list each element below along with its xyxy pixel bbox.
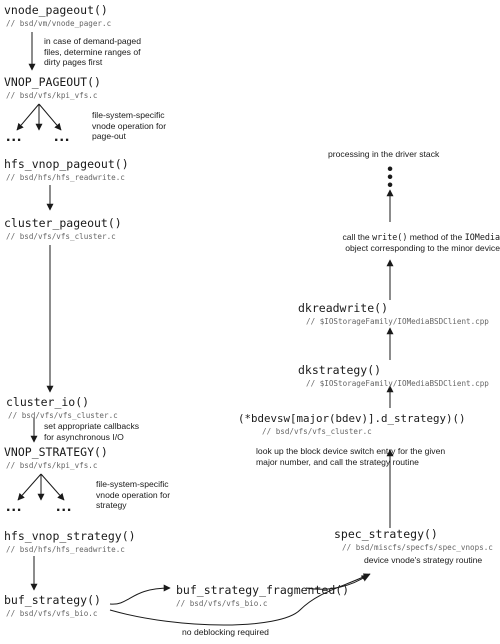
ellipsis-left-pageout: ...	[6, 128, 23, 145]
path-cluster-io: // bsd/vfs/vfs_cluster.c	[8, 411, 118, 420]
note-call-write-code: write()	[372, 232, 408, 242]
function-cluster-io: cluster_io()	[6, 395, 90, 409]
path-spec-strategy: // bsd/miscfs/specfs/spec_vnops.c	[342, 543, 493, 552]
branch-pageout-left	[16, 103, 40, 131]
path-dkreadwrite: // $IOStorageFamily/IOMediaBSDClient.cpp	[306, 317, 489, 326]
function-buf-strategy: buf_strategy()	[4, 593, 101, 607]
curve-fragmented-to-spec-strategy	[305, 574, 369, 590]
note-driver-stack: processing in the driver stack	[328, 149, 440, 159]
path-cluster-pageout: // bsd/vfs/vfs_cluster.c	[6, 232, 116, 241]
path-buf-strategy: // bsd/vfs/vfs_bio.c	[6, 609, 98, 618]
function-dkreadwrite: dkreadwrite()	[298, 301, 389, 315]
function-spec-strategy: spec_strategy()	[334, 527, 438, 541]
note-call-write-code2: IOMedia	[464, 232, 500, 242]
path-dkstrategy: // $IOStorageFamily/IOMediaBSDClient.cpp	[306, 379, 489, 388]
branch-pageout-right	[38, 103, 62, 131]
path-hfs-vnop-pageout: // bsd/hfs/hfs_readwrite.c	[6, 173, 125, 182]
vertical-ellipsis-driver-stack: •••	[387, 161, 393, 194]
path-hfs-vnop-strategy: // bsd/hfs/hfs_readwrite.c	[6, 545, 125, 554]
function-bdevsw-strategy: (*bdevsw[major(bdev)].d_strategy)()	[238, 412, 466, 425]
ellipsis-left-strategy: ...	[6, 498, 23, 515]
path-vnop-strategy: // bsd/vfs/kpi_vfs.c	[6, 461, 98, 470]
note-block-switch: look up the block device switch entry fo…	[256, 446, 446, 467]
note-fs-specific-strategy: file-system-specific vnode operation for…	[96, 479, 171, 510]
function-cluster-pageout: cluster_pageout()	[4, 216, 122, 230]
note-call-write-pre: call the	[342, 232, 373, 242]
function-hfs-vnop-pageout: hfs_vnop_pageout()	[4, 157, 129, 171]
path-vnode-pageout: // bsd/vm/vnode_pager.c	[6, 19, 112, 28]
path-bdevsw-strategy: // bsd/vfs/vfs_cluster.c	[262, 427, 372, 436]
path-vnop-pageout: // bsd/vfs/kpi_vfs.c	[6, 91, 98, 100]
function-vnop-pageout: VNOP_PAGEOUT()	[4, 75, 101, 89]
function-buf-strategy-fragmented: buf_strategy_fragmented()	[176, 583, 350, 597]
function-vnop-strategy: VNOP_STRATEGY()	[4, 445, 108, 459]
branch-strategy-left	[17, 473, 42, 501]
note-demand-paged: in case of demand-paged files, determine…	[44, 36, 141, 67]
curve-buf-to-fragmented	[109, 584, 171, 605]
note-no-deblocking: no deblocking required	[182, 627, 269, 637]
note-fs-specific-pageout: file-system-specific vnode operation for…	[92, 110, 167, 141]
ellipsis-right-pageout: ...	[54, 128, 71, 145]
function-dkstrategy: dkstrategy()	[298, 363, 382, 377]
note-device-vnode: device vnode's strategy routine	[364, 555, 483, 565]
ellipsis-right-strategy: ...	[56, 498, 73, 515]
note-callbacks: set appropriate callbacks for asynchrono…	[44, 421, 140, 442]
note-call-write-post: object corresponding to the minor device	[345, 242, 500, 253]
branch-strategy-right	[40, 473, 65, 501]
function-vnode-pageout: vnode_pageout()	[4, 3, 108, 17]
note-call-write-mid: method of the	[407, 232, 465, 242]
function-hfs-vnop-strategy: hfs_vnop_strategy()	[4, 529, 136, 543]
path-buf-strategy-fragmented: // bsd/vfs/vfs_bio.c	[176, 599, 268, 608]
